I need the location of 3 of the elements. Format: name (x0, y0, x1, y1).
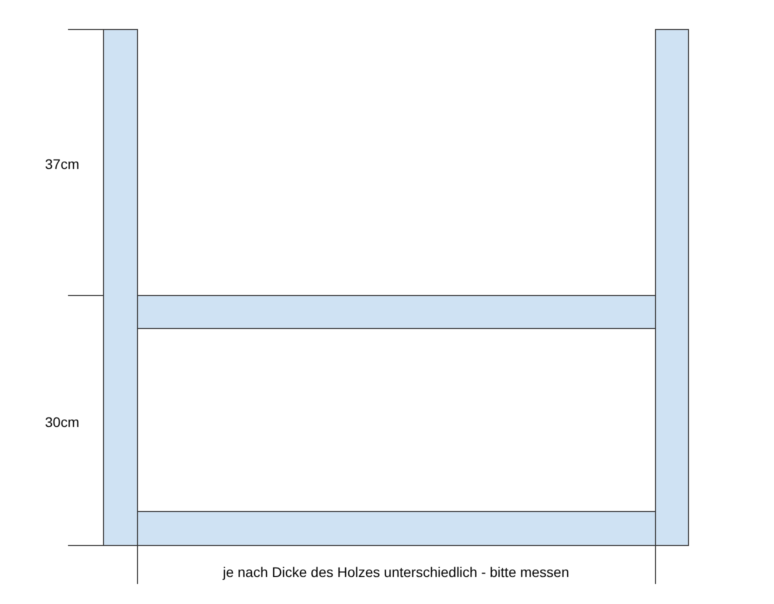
dimension-label: 30cm (45, 414, 80, 430)
dimension-label: 37cm (45, 156, 80, 172)
dimension-note: je nach Dicke des Holzes unterschiedlich - bitte messen (222, 564, 570, 580)
